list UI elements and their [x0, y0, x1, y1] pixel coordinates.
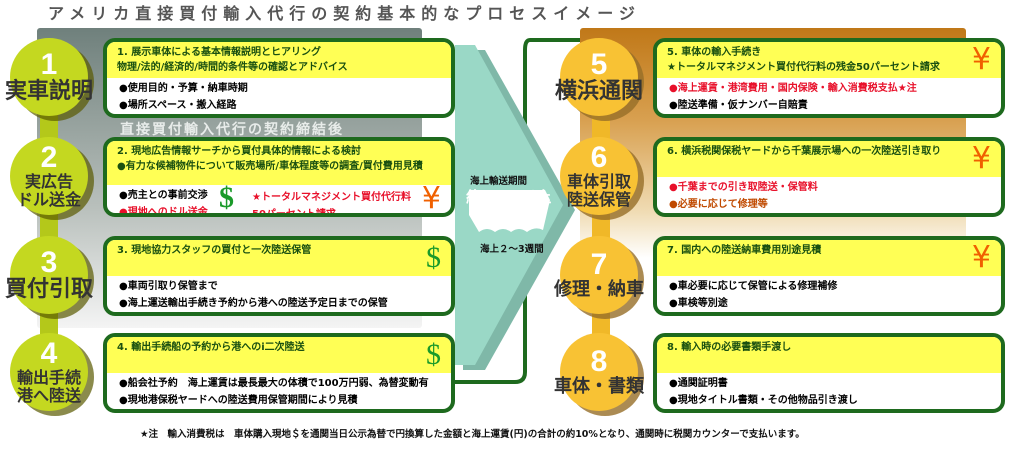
step-label: 実車説明: [5, 78, 94, 104]
step-label: 修理・納車: [554, 279, 644, 301]
card-header: 1. 展示車体による基本情報説明とヒアリング物理/法的/経済的/時間的条件等の確…: [107, 42, 451, 78]
card-header: 5. 車体の輸入手続き ★トータルマネジメント買付代行料の残金50パーセント請求 ¥: [657, 42, 1001, 78]
step-6-card: 6. 横浜税関保税ヤードから千葉展示場への一次陸送引き取り ¥ ●千葉までの引き取陸…: [653, 137, 1005, 217]
card-header: 2. 現地広告情報サーチから買付具体的情報による検討 ●有力な候補物件について販売…: [107, 141, 451, 185]
card-item: ●必要に応じて修理等: [669, 199, 768, 210]
card-heading: 4. 輸出手続船の予約から港へのi二次陸送: [117, 342, 305, 353]
ship-icon: [469, 190, 550, 232]
card-heading: 1. 展示車体による基本情報説明とヒアリング: [117, 47, 321, 58]
step-number: 1: [40, 47, 58, 81]
step-number: 7: [590, 248, 608, 282]
shipping-period-value: 約1ヶ月以上: [466, 188, 552, 206]
card-heading: 3. 現地協力スタッフの買付と一次陸送保管: [117, 245, 312, 256]
step-label: 車体・書類: [554, 376, 644, 398]
card-item: ●車必要に応じて保管による修理補修: [669, 281, 838, 292]
footnote: ★注 輸入消費税は 車体購入現地＄を通関当日公示為替で円換算した金額と海上運賃(…: [140, 429, 805, 440]
card-heading: ●有力な候補物件について販売場所/車体程度等の調査/買付費用見積: [117, 161, 423, 172]
fee-note-line: ★トータルマネジメント買付代行料: [252, 192, 411, 203]
card-header: 4. 輸出手続船の予約から港へのi二次陸送 $: [107, 337, 451, 373]
yen-icon: ¥: [971, 141, 991, 176]
card-heading: 物理/法的/経済的/時間的条件等の確認とアドバイス: [117, 62, 348, 73]
card-item: ●車両引取り保管まで: [119, 281, 218, 292]
card-item: ●使用目的・予算・納車時期: [119, 83, 248, 94]
card-heading: 8. 輸入時の必要書類手渡し: [667, 342, 792, 353]
step-2-card: 2. 現地広告情報サーチから買付具体的情報による検討 ●有力な候補物件について販売…: [103, 137, 455, 217]
dollar-icon: $: [426, 241, 441, 274]
dollar-icon: $: [219, 181, 234, 214]
card-item: ●売主との事前交渉: [119, 190, 208, 201]
step-4-card: 4. 輸出手続船の予約から港へのi二次陸送 $ ●船会社予約 海上運賃は最長最大の体…: [103, 333, 455, 413]
card-header: 3. 現地協力スタッフの買付と一次陸送保管 $: [107, 240, 451, 276]
card-heading: 6. 横浜税関保税ヤードから千葉展示場への一次陸送引き取り: [667, 146, 942, 157]
step-number: 5: [590, 47, 608, 81]
shipping-period-label: 海上輸送期間: [470, 176, 528, 187]
card-item: ●現地へのドル送金: [119, 207, 208, 217]
card-item: ●海上運賃・港湾費用・国内保険・輸入消費税支払★注: [669, 83, 917, 94]
step-label: 横浜通関: [555, 78, 644, 104]
shipping-arrow: [455, 38, 580, 384]
card-item: ●車検等別途: [669, 298, 728, 309]
card-item: ●現地タイトル書類・その他物品引き渡し: [669, 395, 858, 406]
card-header: 6. 横浜税関保税ヤードから千葉展示場への一次陸送引き取り ¥: [657, 141, 1001, 177]
step-3-card: 3. 現地協力スタッフの買付と一次陸送保管 $ ●車両引取り保管まで ●海上運送輸出手…: [103, 236, 455, 316]
card-item: ●場所スペース・搬入経路: [119, 100, 237, 111]
step-1-card: 1. 展示車体による基本情報説明とヒアリング物理/法的/経済的/時間的条件等の確…: [103, 38, 455, 118]
step-label: 車体引取陸送保管: [566, 172, 631, 209]
card-heading: 5. 車体の輸入手続き: [667, 47, 762, 58]
yen-icon: ¥: [971, 42, 991, 77]
fee-note-line: 50パーセント請求: [252, 209, 336, 217]
sea-weeks: 海上２～3週間: [480, 244, 544, 255]
fee-note: ★トータルマネジメント買付代行料 50パーセント請求: [252, 189, 411, 217]
step-number: 3: [40, 245, 58, 279]
yen-icon: ¥: [421, 181, 441, 216]
card-heading: ★トータルマネジメント買付代行料の残金50パーセント請求: [667, 62, 940, 73]
card-item: ●海上運送輸出手続き予約から港への陸送予定日までの保管: [119, 298, 388, 309]
card-item: ●船会社予約 海上運賃は最長最大の体積で100万円弱、為替変動有: [119, 378, 429, 389]
step-label: 実広告ドル送金: [16, 172, 81, 209]
card-heading: 2. 現地広告情報サーチから買付具体的情報による検討: [117, 146, 361, 157]
card-item: ●通関証明書: [669, 378, 728, 389]
contract-label: 直接買付輸入代行の契約締結後: [120, 122, 344, 138]
step-number: 8: [590, 345, 608, 379]
step-label: 買付引取: [5, 276, 94, 302]
card-header: 8. 輸入時の必要書類手渡し: [657, 337, 1001, 373]
card-item: ●現地港保税ヤードへの陸送費用保管期間により見積: [119, 395, 358, 406]
card-item: ●陸送準備・仮ナンバー自賠責: [669, 100, 808, 111]
step-8-card: 8. 輸入時の必要書類手渡し ●通関証明書 ●現地タイトル書類・その他物品引き渡し: [653, 333, 1005, 413]
step-number: 2: [40, 141, 58, 175]
card-item: ●千葉までの引き取陸送・保管料: [669, 182, 818, 193]
card-heading: 7. 国内への陸送納車費用別途見積: [667, 245, 822, 256]
card-header: 7. 国内への陸送納車費用別途見積 ¥: [657, 240, 1001, 276]
page-title: アメリカ直接買付輸入代行の契約基本的なプロセスイメージ: [48, 4, 641, 23]
step-number: 6: [590, 141, 608, 175]
step-5-card: 5. 車体の輸入手続き ★トータルマネジメント買付代行料の残金50パーセント請求 ¥…: [653, 38, 1005, 118]
step-number: 4: [40, 337, 58, 371]
step-label: 輸出手続港へ陸送: [16, 368, 81, 405]
yen-icon: ¥: [971, 240, 991, 275]
dollar-icon: $: [426, 338, 441, 371]
step-7-card: 7. 国内への陸送納車費用別途見積 ¥ ●車必要に応じて保管による修理補修 ●車検等別…: [653, 236, 1005, 316]
